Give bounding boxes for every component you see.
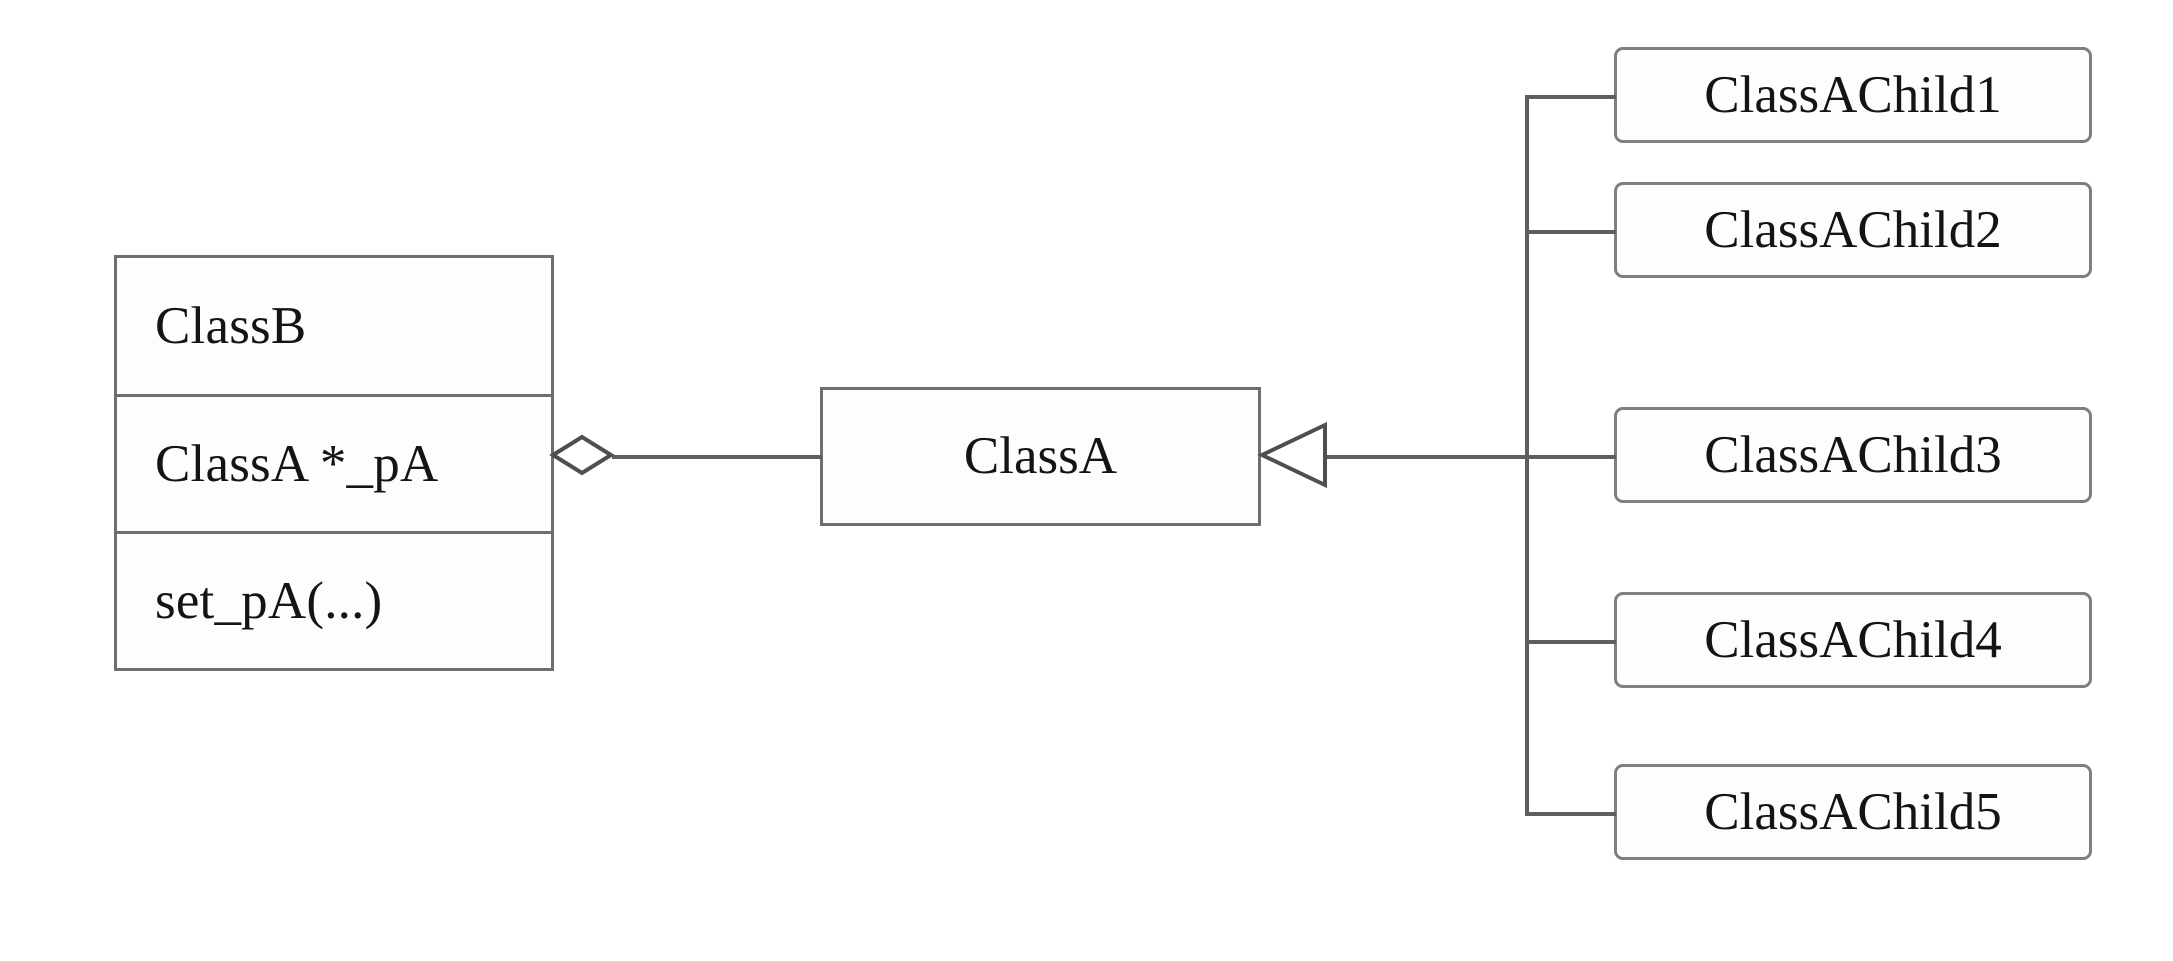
class-box-classachild3[interactable]: ClassAChild3 xyxy=(1614,407,2092,503)
generalization-branch-classachild2 xyxy=(1525,230,1616,234)
class-box-classachild5[interactable]: ClassAChild5 xyxy=(1614,764,2092,860)
classb-operations-compartment: set_pA(...) xyxy=(117,531,551,668)
class-box-classachild4[interactable]: ClassAChild4 xyxy=(1614,592,2092,688)
class-box-classachild2[interactable]: ClassAChild2 xyxy=(1614,182,2092,278)
class-box-classachild1[interactable]: ClassAChild1 xyxy=(1614,47,2092,143)
hollow-triangle-icon xyxy=(1257,421,1327,489)
classachild2-name: ClassAChild2 xyxy=(1704,200,2002,259)
hollow-diamond-icon xyxy=(549,434,615,476)
classb-name: ClassB xyxy=(155,296,307,355)
class-box-classa[interactable]: ClassA xyxy=(820,387,1261,526)
classb-attributes-compartment: ClassA *_pA xyxy=(117,394,551,531)
classb-name-compartment: ClassB xyxy=(117,258,551,394)
classachild1-name: ClassAChild1 xyxy=(1704,65,2002,124)
generalization-branch-classachild1 xyxy=(1525,95,1616,99)
aggregation-line-classb-classa xyxy=(612,455,822,459)
classachild5-name: ClassAChild5 xyxy=(1704,782,2002,841)
generalization-branch-classachild3 xyxy=(1525,455,1616,459)
generalization-line-to-trunk xyxy=(1325,455,1527,459)
classb-attribute-0: ClassA *_pA xyxy=(155,434,439,493)
classachild4-name: ClassAChild4 xyxy=(1704,610,2002,669)
classa-name: ClassA xyxy=(963,427,1118,485)
generalization-branch-classachild5 xyxy=(1525,812,1616,816)
generalization-trunk-line xyxy=(1525,95,1529,812)
classachild3-name: ClassAChild3 xyxy=(1704,425,2002,484)
class-box-classb[interactable]: ClassB ClassA *_pA set_pA(...) xyxy=(114,255,554,671)
generalization-branch-classachild4 xyxy=(1525,640,1616,644)
classb-operation-0: set_pA(...) xyxy=(155,571,383,630)
